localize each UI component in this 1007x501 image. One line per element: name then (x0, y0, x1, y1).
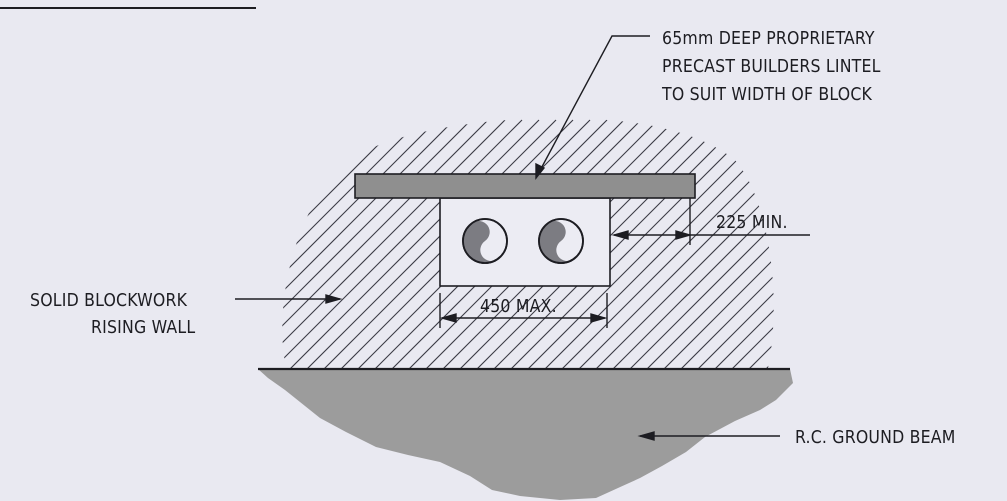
hatch-line (891, 120, 1007, 380)
ground-beam-label: R.C. GROUND BEAM (795, 428, 956, 448)
hatch-line (282, 119, 421, 368)
hatch-line (499, 119, 761, 368)
hatch-line (282, 119, 455, 368)
hatch-line (806, 120, 1007, 380)
hatch-line (0, 120, 250, 380)
hatch-line (789, 120, 1007, 380)
hatch-line (282, 119, 336, 368)
hatch-line (282, 119, 506, 368)
hatch-line (282, 119, 285, 368)
hatch-line (295, 119, 557, 368)
hatch-line (925, 120, 1007, 380)
min-clearance-label: 225 MIN. (716, 213, 788, 233)
hatch-line (908, 120, 1007, 380)
hatch-line (567, 119, 774, 368)
hatch-line (282, 119, 302, 368)
hatch-line (282, 119, 404, 368)
ground-beam-leader (637, 431, 780, 441)
hatch-line (601, 119, 774, 368)
hatch-line (282, 119, 523, 368)
ground-beam (258, 369, 793, 500)
hatch-line (874, 120, 1007, 380)
hatch-line (840, 120, 1007, 380)
hatch-line (652, 119, 774, 368)
hatch-line (516, 119, 774, 368)
hatch-line (771, 119, 774, 368)
hatch-line (754, 119, 774, 368)
hatch-line (737, 119, 774, 368)
lintel-leader (535, 35, 650, 180)
wall-leader (235, 294, 343, 304)
lintel-label-line2: PRECAST BUILDERS LINTEL (662, 57, 881, 77)
duct-right (538, 218, 584, 264)
hatch-line (857, 120, 1007, 380)
hatch-line (720, 119, 774, 368)
hatch-line (282, 119, 353, 368)
hatch-line (635, 119, 774, 368)
hatch-line (618, 119, 774, 368)
max-width-label: 450 MAX. (480, 297, 557, 317)
hatch-line (703, 119, 774, 368)
hatch-line (823, 120, 1007, 380)
hatch-line (282, 119, 489, 368)
wall-label-line1: SOLID BLOCKWORK (30, 291, 188, 311)
hatch-line (584, 119, 774, 368)
hatch-line (7, 120, 267, 380)
hatch-line (282, 119, 319, 368)
duct-left (462, 218, 508, 264)
hatch-line (686, 119, 774, 368)
hatch-line (282, 119, 472, 368)
hatch-line (482, 119, 744, 368)
hatch-line (282, 119, 438, 368)
lintel-label-line1: 65mm DEEP PROPRIETARY (662, 29, 875, 49)
lintel-label-line3: TO SUIT WIDTH OF BLOCK (661, 85, 873, 105)
wall-label-line2: RISING WALL (91, 318, 195, 338)
min-clearance-dimension (611, 198, 810, 245)
hatch-line (282, 119, 370, 368)
hatch-line (669, 119, 774, 368)
hatch-line (282, 119, 540, 368)
precast-lintel (354, 173, 696, 199)
max-width-dimension (439, 293, 608, 328)
hatch-line (282, 119, 387, 368)
